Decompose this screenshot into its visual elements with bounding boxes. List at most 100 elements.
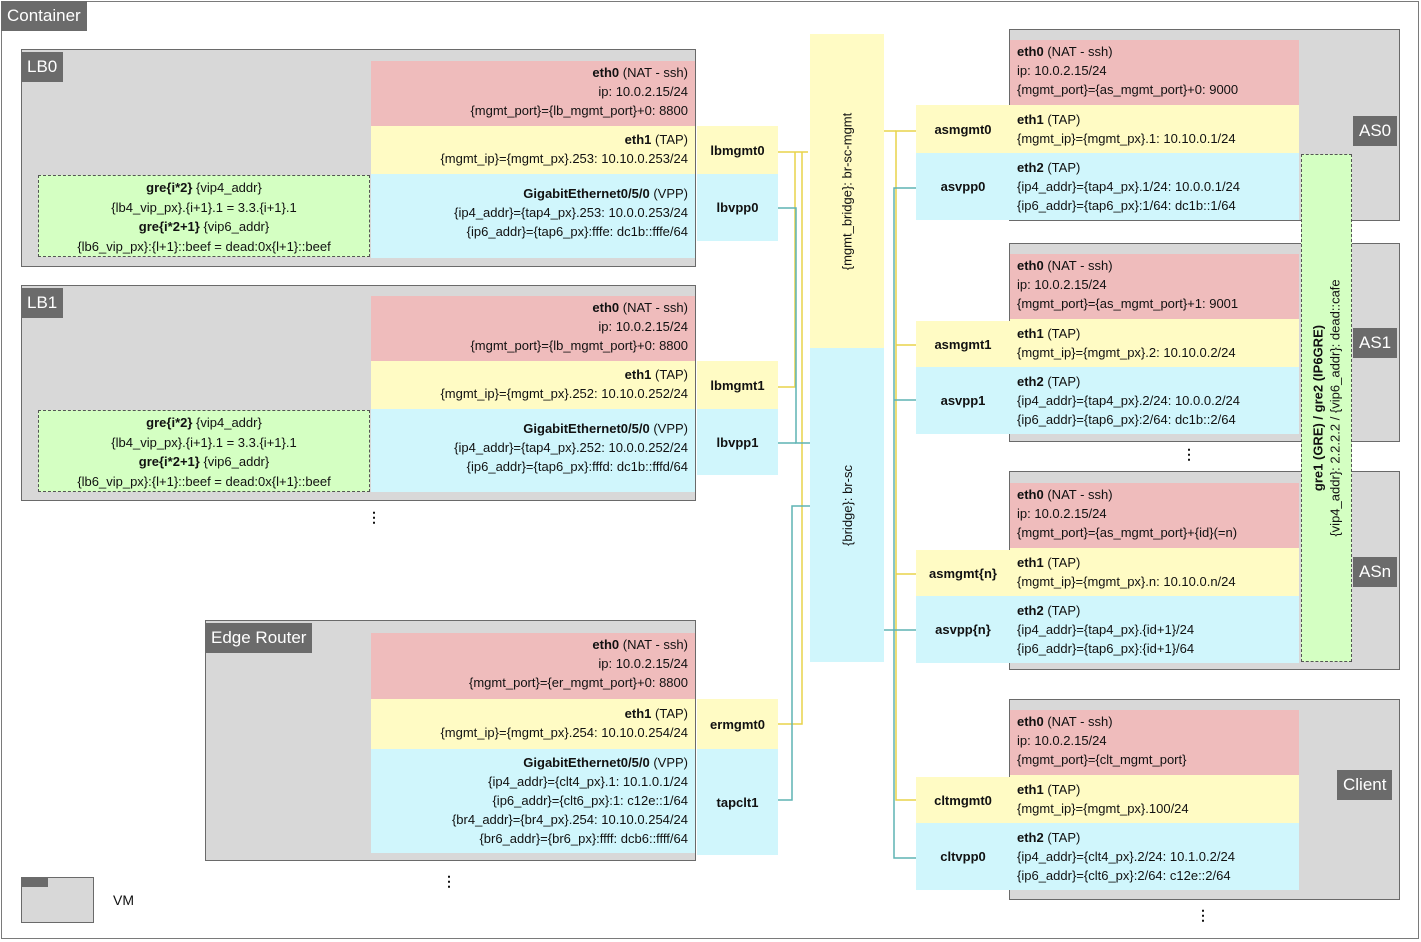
edge-vpp-ip4: {ip4_addr}={clt4_px}.1: 10.1.0.1/24 bbox=[488, 774, 688, 789]
edge-ellipsis: ⋮ bbox=[442, 873, 456, 889]
lb1-vpp: GigabitEthernet0/5/0 (VPP) {ip4_addr}={t… bbox=[371, 409, 695, 492]
client-eth2-name: eth2 bbox=[1017, 830, 1044, 845]
client-title: Client bbox=[1337, 770, 1393, 800]
if-asvpp1: asvpp1 bbox=[916, 367, 1010, 434]
edge-eth0: eth0 (NAT - ssh) ip: 10.0.2.15/24 {mgmt_… bbox=[371, 633, 695, 699]
if-cltvpp0: cltvpp0 bbox=[916, 823, 1010, 890]
lb1-eth0-port: {mgmt_port}={lb_mgmt_port}+0: 8800 bbox=[470, 338, 688, 353]
wire-lbmgmt1 bbox=[778, 152, 796, 388]
asn-eth0-port: {mgmt_port}={as_mgmt_port}+{id}(=n) bbox=[1017, 525, 1238, 540]
client-eth0: eth0 (NAT - ssh) ip: 10.0.2.15/24 {mgmt_… bbox=[1010, 710, 1299, 775]
if-ermgmt0: ermgmt0 bbox=[697, 699, 778, 749]
as1-title: AS1 bbox=[1353, 328, 1398, 358]
as0-eth2-name: eth2 bbox=[1017, 160, 1044, 175]
asn-eth0-type: (NAT - ssh) bbox=[1043, 487, 1113, 502]
mgmt-bridge-label: {mgmt_bridge}: br-sc-mgmt bbox=[839, 112, 855, 270]
as-gre-line2: {vip4_addr}: 2.2.2.2 / {vip6_addr}: dead… bbox=[1327, 279, 1343, 537]
client-eth1: eth1 (TAP) {mgmt_ip}={mgmt_px}.100/24 bbox=[1010, 775, 1299, 823]
asn-eth1-type: (TAP) bbox=[1043, 555, 1081, 570]
as0-eth0-port: {mgmt_port}={as_mgmt_port}+0: 9000 bbox=[1017, 82, 1239, 97]
as1-eth2: eth2 (TAP) {ip4_addr}={tap4_px}.2/24: 10… bbox=[1010, 367, 1299, 434]
edge-eth1-ip: {mgmt_ip}={mgmt_px}.254: 10.10.0.254/24 bbox=[440, 725, 688, 740]
lb0-gre-l1-bold: gre{i*2} bbox=[146, 180, 193, 195]
as1-eth1: eth1 (TAP) {mgmt_ip}={mgmt_px}.2: 10.10.… bbox=[1010, 319, 1299, 367]
lb0-vpp: GigabitEthernet0/5/0 (VPP) {ip4_addr}={t… bbox=[371, 174, 695, 258]
if-asmgmt1: asmgmt1 bbox=[916, 321, 1010, 367]
lb0-eth0: eth0 (NAT - ssh) ip: 10.0.2.15/24 {mgmt_… bbox=[371, 61, 695, 126]
lb1-eth0-name: eth0 bbox=[592, 300, 620, 315]
wire-ermgmt0 bbox=[778, 152, 803, 725]
as1-eth2-type: (TAP) bbox=[1043, 374, 1081, 389]
lb1-eth0: eth0 (NAT - ssh) ip: 10.0.2.15/24 {mgmt_… bbox=[371, 296, 695, 361]
lb0-gre: gre{i*2} {vip4_addr} {lb4_vip_px}.{i+1}.… bbox=[38, 175, 370, 257]
as-ellipsis: ⋮ bbox=[1182, 446, 1196, 462]
edge-eth1-name: eth1 bbox=[624, 706, 652, 721]
asn-eth0-name: eth0 bbox=[1017, 487, 1044, 502]
as-gre-line1: gre1 (GRE) / gre2 (IP6GRE) bbox=[1310, 324, 1326, 492]
as0-eth2: eth2 (TAP) {ip4_addr}={tap4_px}.1/24: 10… bbox=[1010, 153, 1299, 220]
lb1-gre-l3-bold: gre{i*2+1} bbox=[138, 454, 200, 469]
asn-eth2-type: (TAP) bbox=[1043, 603, 1081, 618]
wire-lbvpp0 bbox=[778, 207, 810, 444]
asn-eth2-ip4: {ip4_addr}={tap4_px}.{id+1}/24 bbox=[1017, 622, 1195, 637]
lb0-gre-l3-bold: gre{i*2+1} bbox=[138, 219, 200, 234]
as0-title: AS0 bbox=[1353, 116, 1398, 146]
container-title: Container bbox=[1, 1, 87, 31]
lb0-eth1-name: eth1 bbox=[624, 132, 652, 147]
as0-eth2-type: (TAP) bbox=[1043, 160, 1081, 175]
lb1-gre-l3-rest: {vip6_addr} bbox=[199, 454, 270, 469]
lb1-eth0-type: (NAT - ssh) bbox=[619, 300, 688, 315]
as1-eth0-type: (NAT - ssh) bbox=[1043, 258, 1113, 273]
client-eth2: eth2 (TAP) {ip4_addr}={clt4_px}.2/24: 10… bbox=[1010, 823, 1299, 890]
lb0-eth0-port: {mgmt_port}={lb_mgmt_port}+0: 8800 bbox=[470, 103, 688, 118]
as1-eth2-ip6: {ip6_addr}={tap6_px}:2/64: dc1b::2/64 bbox=[1017, 412, 1236, 427]
lb1-eth0-ip: ip: 10.0.2.15/24 bbox=[598, 319, 688, 334]
asn-title: ASn bbox=[1353, 557, 1398, 587]
edge-vpp-br4: {br4_addr}={br4_px}.254: 10.10.0.254/24 bbox=[451, 812, 688, 827]
lb1-eth1-ip: {mgmt_ip}={mgmt_px}.252: 10.10.0.252/24 bbox=[440, 386, 688, 401]
client-eth0-name: eth0 bbox=[1017, 714, 1044, 729]
as1-eth0-ip: ip: 10.0.2.15/24 bbox=[1017, 277, 1107, 292]
client-eth2-ip4: {ip4_addr}={clt4_px}.2/24: 10.1.0.2/24 bbox=[1017, 849, 1235, 864]
sc-bridge: {bridge}: br-sc bbox=[810, 348, 884, 662]
as0-eth0-ip: ip: 10.0.2.15/24 bbox=[1017, 63, 1107, 78]
if-lbvpp0: lbvpp0 bbox=[697, 174, 778, 241]
lb0-eth0-name: eth0 bbox=[592, 65, 620, 80]
mgmt-bridge: {mgmt_bridge}: br-sc-mgmt bbox=[810, 34, 884, 348]
lb1-gre-l2: {lb4_vip_px}.{i+1}.1 = 3.3.{i+1}.1 bbox=[111, 434, 297, 450]
client-eth0-type: (NAT - ssh) bbox=[1043, 714, 1113, 729]
asn-eth1-name: eth1 bbox=[1017, 555, 1044, 570]
if-asvpp0: asvpp0 bbox=[916, 153, 1010, 220]
as0-eth1-name: eth1 bbox=[1017, 112, 1044, 127]
lb1-eth1-name: eth1 bbox=[624, 367, 652, 382]
client-eth1-ip: {mgmt_ip}={mgmt_px}.100/24 bbox=[1017, 801, 1189, 816]
lb0-eth1-type: (TAP) bbox=[651, 132, 688, 147]
wire-tapclt1 bbox=[778, 505, 810, 801]
as1-eth1-type: (TAP) bbox=[1043, 326, 1081, 341]
edge-eth0-type: (NAT - ssh) bbox=[619, 637, 688, 652]
lb1-gre: gre{i*2} {vip4_addr} {lb4_vip_px}.{i+1}.… bbox=[38, 410, 370, 492]
edge-vpp-name: GigabitEthernet0/5/0 bbox=[523, 755, 650, 770]
as-gre: gre1 (GRE) / gre2 (IP6GRE) {vip4_addr}: … bbox=[1301, 154, 1352, 662]
as1-eth0: eth0 (NAT - ssh) ip: 10.0.2.15/24 {mgmt_… bbox=[1010, 254, 1299, 319]
lb0-vpp-ip4: {ip4_addr}={tap4_px}.253: 10.0.0.253/24 bbox=[454, 205, 688, 220]
client-eth1-type: (TAP) bbox=[1043, 782, 1081, 797]
lb0-vpp-ip6: {ip6_addr}={tap6_px}:fffe: dc1b::fffe/64 bbox=[466, 224, 688, 239]
as0-eth0-name: eth0 bbox=[1017, 44, 1044, 59]
sc-bridge-label: {bridge}: br-sc bbox=[839, 464, 855, 546]
as0-eth2-ip4: {ip4_addr}={tap4_px}.1/24: 10.0.0.1/24 bbox=[1017, 179, 1241, 194]
lb1-eth1-type: (TAP) bbox=[651, 367, 688, 382]
if-lbvpp1: lbvpp1 bbox=[697, 409, 778, 475]
lb1-gre-l1-rest: {vip4_addr} bbox=[192, 415, 262, 430]
as1-eth1-name: eth1 bbox=[1017, 326, 1044, 341]
lb0-eth0-type: (NAT - ssh) bbox=[619, 65, 688, 80]
lb0-vpp-name: GigabitEthernet0/5/0 bbox=[523, 186, 650, 201]
asn-eth0-ip: ip: 10.0.2.15/24 bbox=[1017, 506, 1107, 521]
client-eth2-type: (TAP) bbox=[1043, 830, 1081, 845]
lb1-gre-l4: {lb6_vip_px}:{l+1}::beef = dead:0x{l+1}:… bbox=[77, 473, 331, 489]
edge-eth0-port: {mgmt_port}={er_mgmt_port}+0: 8800 bbox=[469, 675, 688, 690]
as0-eth0: eth0 (NAT - ssh) ip: 10.0.2.15/24 {mgmt_… bbox=[1010, 40, 1299, 105]
as1-eth0-name: eth0 bbox=[1017, 258, 1044, 273]
as1-eth2-name: eth2 bbox=[1017, 374, 1044, 389]
